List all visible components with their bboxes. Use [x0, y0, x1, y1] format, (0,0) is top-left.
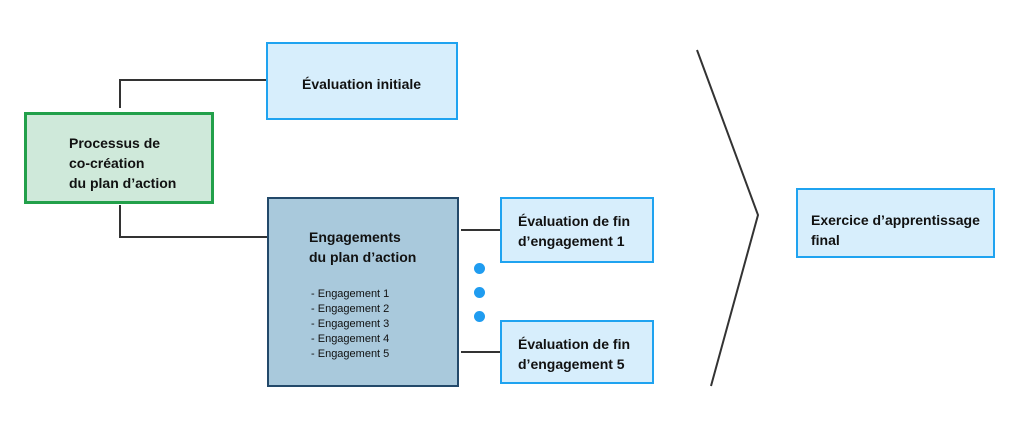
commitment-item-2: Engagement 2 [311, 302, 457, 317]
end-evaluation-1-line-1: Évaluation de fin [518, 213, 631, 229]
commitments-box: Engagements du plan d’action Engagement … [267, 197, 459, 387]
chevron-divider [696, 49, 760, 387]
connector-process-to-initial [119, 79, 268, 108]
ellipsis-dot-2 [474, 287, 485, 298]
final-exercise-box: Exercice d’apprentissage final [796, 188, 995, 258]
commitment-item-3: Engagement 3 [311, 317, 457, 332]
commitments-title-line-2: du plan d’action [309, 249, 417, 265]
commitments-list: Engagement 1 Engagement 2 Engagement 3 E… [311, 287, 457, 362]
end-evaluation-1-box: Évaluation de fin d’engagement 1 [500, 197, 654, 263]
process-box: Processus de co-création du plan d’actio… [24, 112, 214, 204]
end-evaluation-5-line-2: d’engagement 5 [518, 356, 625, 372]
end-evaluation-5-box: Évaluation de fin d’engagement 5 [500, 320, 654, 384]
ellipsis-dot-1 [474, 263, 485, 274]
end-evaluation-5-line-1: Évaluation de fin [518, 336, 631, 352]
process-line-2: co-création [69, 155, 145, 171]
ellipsis-dot-3 [474, 311, 485, 322]
commitment-item-1: Engagement 1 [311, 287, 457, 302]
initial-evaluation-box: Évaluation initiale [266, 42, 458, 120]
commitment-item-4: Engagement 4 [311, 332, 457, 347]
process-line-3: du plan d’action [69, 175, 177, 191]
commitments-title-line-1: Engagements [309, 229, 401, 245]
process-line-1: Processus de [69, 135, 161, 151]
connector-process-to-commitments [119, 205, 268, 238]
end-evaluation-1-line-2: d’engagement 1 [518, 233, 625, 249]
final-exercise-line-2: final [811, 232, 840, 248]
initial-evaluation-label: Évaluation initiale [302, 76, 422, 92]
commitment-item-5: Engagement 5 [311, 347, 457, 362]
final-exercise-line-1: Exercice d’apprentissage [811, 212, 980, 228]
